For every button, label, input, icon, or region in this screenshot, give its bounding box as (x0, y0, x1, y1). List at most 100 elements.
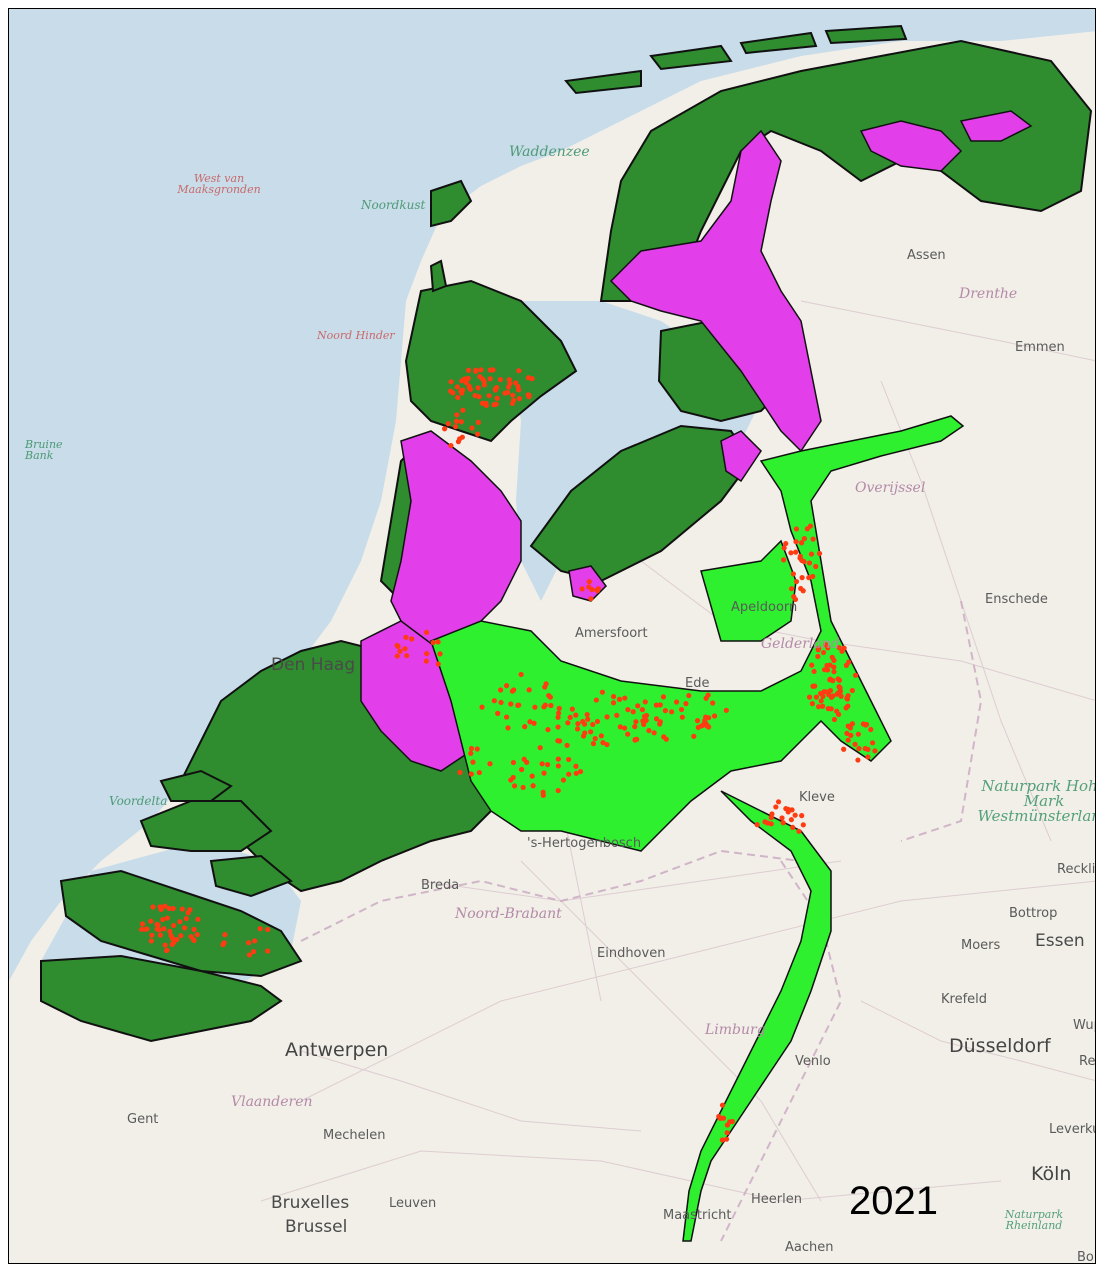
observation-point (818, 698, 824, 704)
observation-point (836, 689, 842, 696)
observation-point (632, 724, 638, 730)
observation-point (525, 375, 532, 381)
observation-point (555, 787, 561, 794)
observation-point (542, 702, 548, 708)
observation-point (476, 769, 482, 776)
observation-point (555, 714, 561, 720)
observation-point (584, 711, 590, 718)
observation-point (477, 374, 483, 380)
observation-point (836, 684, 842, 690)
observation-point (513, 380, 519, 386)
observation-point (447, 388, 454, 394)
observation-point (556, 710, 562, 716)
observation-point (473, 367, 479, 373)
observation-point (799, 557, 805, 564)
observation-point (719, 1137, 725, 1143)
observation-point (831, 664, 837, 670)
observation-point (793, 549, 799, 555)
observation-point (494, 395, 500, 401)
label-amersfoort: Amersfoort (575, 626, 648, 641)
observation-point (651, 730, 657, 736)
observation-point (435, 661, 441, 667)
observation-point (394, 642, 400, 649)
label-gent: Gent (127, 1112, 159, 1127)
observation-point (686, 692, 692, 699)
observation-point (510, 392, 516, 398)
observation-point (799, 575, 805, 581)
observation-point (788, 550, 794, 556)
observation-point (138, 926, 145, 933)
label-bonn: Bonn (1077, 1250, 1095, 1264)
observation-point (515, 383, 521, 390)
label-noordkust: Noordkust (361, 198, 426, 212)
observation-point (633, 719, 639, 725)
observation-point (265, 926, 271, 933)
year-label: 2021 (849, 1179, 938, 1223)
observation-point (516, 396, 522, 402)
observation-point (545, 727, 551, 733)
observation-point (810, 536, 816, 542)
observation-point (869, 740, 876, 746)
observation-point (475, 431, 481, 437)
observation-point (170, 922, 177, 929)
observation-point (815, 653, 821, 660)
observation-point (790, 824, 796, 830)
observation-point (178, 933, 184, 939)
observation-point (424, 651, 430, 657)
observation-point (220, 942, 226, 948)
label-west-van-maaksgronden: West van Maaksgronden (177, 172, 261, 196)
observation-point (639, 707, 646, 713)
observation-point (621, 725, 628, 731)
observation-point (409, 636, 415, 642)
observation-point (476, 394, 482, 400)
observation-point (824, 667, 831, 673)
observation-point (653, 702, 659, 708)
observation-point (844, 730, 850, 736)
observation-point (723, 1136, 730, 1142)
observation-point (827, 662, 833, 668)
observation-point (144, 926, 150, 932)
observation-point (479, 704, 485, 710)
observation-point (846, 659, 852, 665)
label-waddenzee: Waddenzee (509, 144, 590, 160)
label-noord-hinder: Noord Hinder (317, 329, 395, 342)
observation-point (622, 695, 628, 701)
observation-point (836, 644, 842, 651)
observation-point (798, 585, 804, 592)
label-den-haag: Den Haag (271, 655, 356, 675)
observation-point (527, 719, 533, 725)
observation-point (813, 694, 820, 700)
label-drenthe: Drenthe (959, 286, 1018, 302)
observation-point (792, 812, 798, 818)
observation-point (465, 367, 472, 373)
observation-point (454, 384, 460, 390)
observation-point (157, 932, 164, 938)
observation-point (868, 726, 874, 733)
observation-point (594, 718, 601, 725)
map-frame: Waddenzee Noordkust West van Maaksgronde… (8, 8, 1096, 1264)
observation-point (555, 756, 561, 762)
observation-point (510, 397, 517, 404)
observation-point (526, 394, 532, 400)
observation-point (539, 761, 545, 767)
observation-point (522, 724, 528, 730)
observation-point (727, 1119, 733, 1125)
observation-point (769, 811, 775, 817)
observation-point (793, 539, 799, 545)
label-naturpark-rheinland: Naturpark Rheinland (1004, 1208, 1064, 1232)
observation-point (711, 713, 718, 719)
observation-point (855, 757, 861, 763)
observation-point (801, 536, 808, 542)
map-canvas[interactable] (9, 9, 1096, 1264)
observation-point (157, 904, 163, 910)
observation-point (791, 593, 797, 600)
label-maastricht: Maastricht (663, 1208, 732, 1223)
observation-point (813, 563, 819, 570)
observation-point (139, 921, 146, 927)
observation-point (453, 418, 460, 424)
observation-point (470, 759, 476, 765)
observation-point (845, 737, 851, 743)
observation-point (579, 586, 585, 592)
observation-point (780, 557, 787, 563)
observation-point (171, 939, 177, 945)
